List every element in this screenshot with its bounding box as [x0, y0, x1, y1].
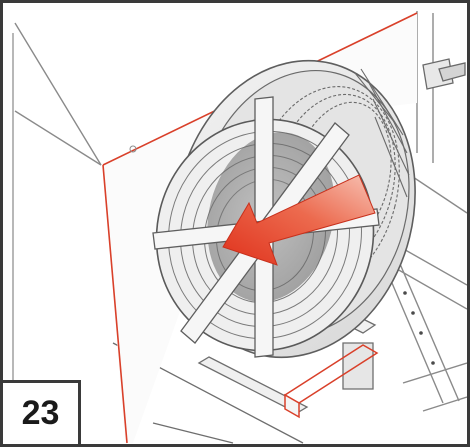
step-number-badge: 23 [3, 380, 81, 444]
removal-arrow-icon [222, 174, 376, 266]
step-number: 23 [21, 394, 60, 432]
frame-fasteners [403, 291, 435, 365]
fan-removal-illustration [12, 11, 467, 444]
upper-bracket [422, 58, 466, 90]
